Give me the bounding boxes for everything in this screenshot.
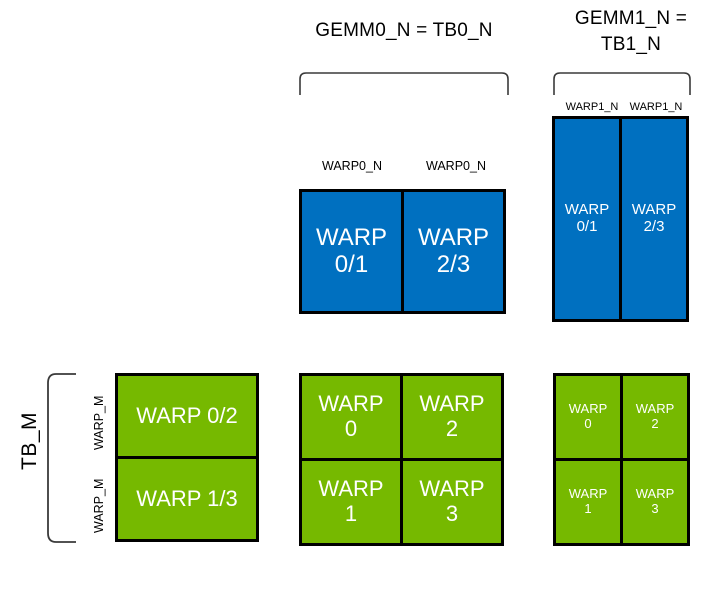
- warp1-n-label-right: WARP1_N: [629, 101, 683, 113]
- right-green-cell-2[interactable]: WARP 2: [620, 373, 690, 461]
- left-green-cell-1[interactable]: WARP 1/3: [115, 456, 259, 542]
- gemm1-title: GEMM1_N = TB1_N: [574, 8, 688, 55]
- left-green-cell-0[interactable]: WARP 0/2: [115, 373, 259, 459]
- right-green-cell-0[interactable]: WARP 0: [553, 373, 623, 461]
- middle-green-cell-2[interactable]: WARP 2: [400, 373, 504, 461]
- gemm0-blue-cell-0[interactable]: WARP 0/1: [299, 189, 404, 314]
- gemm0-span-bracket: [298, 70, 510, 96]
- right-green-block: WARP 0 WARP 2 WARP 1 WARP 3: [553, 373, 691, 546]
- left-green-block: WARP 0/2 WARP 1/3: [115, 373, 259, 544]
- middle-green-block: WARP 0 WARP 2 WARP 1 WARP 3: [299, 373, 506, 546]
- gemm0-blue-block: WARP 0/1 WARP 2/3: [299, 189, 508, 314]
- warp0-n-label-left: WARP0_N: [322, 159, 382, 173]
- right-green-cell-1[interactable]: WARP 1: [553, 458, 623, 546]
- gemm0-title: GEMM0_N = TB0_N: [315, 20, 493, 41]
- tb-m-bracket: [44, 372, 78, 549]
- warp0-n-label-right: WARP0_N: [426, 159, 486, 173]
- warp-m-label-top: WARP_M: [92, 395, 106, 450]
- gemm0-blue-cell-1[interactable]: WARP 2/3: [401, 189, 506, 314]
- middle-green-cell-3[interactable]: WARP 3: [400, 458, 504, 546]
- gemm1-blue-cell-1[interactable]: WARP 2/3: [619, 116, 689, 322]
- gemm1-span-bracket: [552, 70, 692, 96]
- right-green-cell-3[interactable]: WARP 3: [620, 458, 690, 546]
- gemm1-blue-block: WARP 0/1 WARP 2/3: [552, 116, 692, 322]
- tb-m-label: TB_M: [18, 411, 41, 470]
- warp1-n-label-left: WARP1_N: [565, 101, 619, 113]
- middle-green-cell-0[interactable]: WARP 0: [299, 373, 403, 461]
- middle-green-cell-1[interactable]: WARP 1: [299, 458, 403, 546]
- gemm1-blue-cell-0[interactable]: WARP 0/1: [552, 116, 622, 322]
- warp-m-label-bottom: WARP_M: [92, 478, 106, 533]
